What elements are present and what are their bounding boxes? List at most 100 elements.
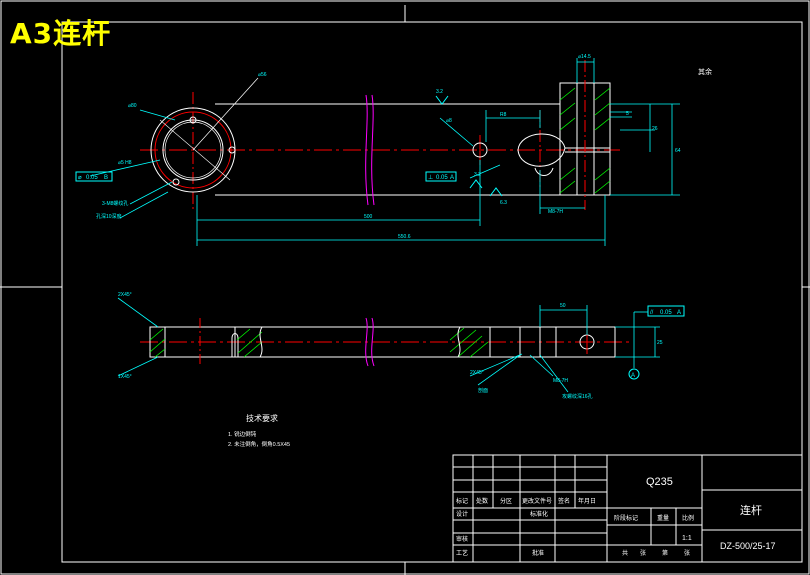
label-ring: ⌀80	[128, 103, 137, 109]
bore-diag	[159, 119, 231, 181]
material: Q235	[646, 476, 673, 488]
thread-hole-3	[172, 178, 180, 186]
note-item-2: 2. 未注倒角，倒角0.5X45	[228, 440, 290, 448]
callout-thread: M8-7H	[553, 378, 568, 384]
callout-chamfer-bottom: 1X45°	[118, 374, 132, 380]
front-dim-width: 50	[560, 303, 566, 309]
tol-mid-datum: A	[450, 175, 454, 181]
depth-note: 孔深10深度	[96, 213, 122, 220]
end-section	[559, 82, 611, 196]
tol-left-symbol: ⌀	[78, 175, 82, 181]
slot-profile	[517, 133, 566, 167]
datum-circle	[628, 368, 640, 380]
bore-leader	[192, 77, 259, 151]
title-block	[452, 454, 803, 563]
dim-height-right: 64	[675, 148, 681, 154]
top-view: ⌀ 0.05 B ⊥ 0.05 A ⌀80 ⌀56 ⌀5 H8 3-M8螺纹孔 …	[75, 54, 681, 246]
tol-frame-left	[75, 171, 113, 182]
roughness-mark-low	[489, 187, 503, 197]
row-approval: 批准	[532, 549, 544, 557]
sheet-index-unit: 张	[684, 549, 690, 557]
tol-left-value: 0.05	[86, 175, 98, 181]
ring-relief	[154, 111, 232, 189]
sheet-total-label: 共	[622, 549, 628, 557]
dim-small-right: 5	[626, 111, 629, 117]
row-process: 工艺	[456, 549, 468, 557]
sheet-title: A3连杆	[10, 17, 112, 50]
notes-heading: 技术要求	[246, 413, 278, 423]
sheet-index-label: 第	[662, 549, 668, 557]
dim-span-inner: 500	[364, 214, 373, 220]
dim-slot: M8-7H	[548, 209, 563, 215]
front-break-b	[371, 317, 375, 367]
break-line-b	[371, 94, 375, 206]
front-body	[149, 326, 616, 358]
roughness-top: 3.2	[436, 89, 443, 95]
label-bore: ⌀56	[258, 72, 267, 78]
thread-hole-2	[228, 146, 236, 154]
dim-span-total: 550.6	[398, 234, 411, 240]
header-change-doc: 更改文件号	[522, 497, 552, 505]
inner-border	[61, 21, 803, 563]
bore-chamfer	[164, 121, 222, 179]
small-hole	[472, 142, 488, 158]
end-hatch	[559, 87, 611, 194]
stage-mark-label: 阶段标记	[614, 514, 638, 522]
dim-hole: ⌀8	[446, 118, 452, 124]
end-bolt-bore	[576, 82, 595, 196]
label-slot-w: R8	[500, 112, 507, 118]
scale: 1:1	[682, 535, 692, 542]
front-tol-datum: A	[677, 310, 681, 316]
header-date: 年月日	[578, 497, 596, 505]
dim-small-top: ⌀14.5	[578, 54, 591, 60]
corner-note: 其余	[698, 67, 712, 76]
top-dimensions	[89, 58, 680, 246]
header-count: 处数	[476, 497, 488, 505]
slot-notch	[534, 167, 554, 176]
front-break-a	[365, 317, 369, 367]
front-break-right	[457, 326, 461, 358]
technical-notes: 技术要求 1. 锐边倒钝 2. 未注倒角，倒角0.5X45	[228, 413, 290, 448]
hole-callout: 3-M8螺纹孔	[102, 200, 128, 207]
front-tol-value: 0.05	[660, 310, 672, 316]
front-tol-frame	[647, 305, 685, 317]
row-standardization: 标准化	[530, 510, 548, 518]
tol-frame-mid	[425, 171, 457, 182]
callout-chamfer-mid: 2X45°	[470, 370, 484, 376]
roughness-mid: 3.2	[474, 172, 481, 178]
datum-label: A	[631, 373, 635, 379]
sheet-total-unit: 张	[640, 549, 646, 557]
roughness-mark-mid	[469, 179, 483, 189]
row-review: 审核	[456, 535, 468, 543]
front-dimensions	[117, 297, 660, 393]
roughness-low: 6.3	[500, 200, 507, 206]
header-mark: 标记	[456, 497, 468, 505]
scale-label: 比例	[682, 514, 694, 522]
dim-height-mid: 26	[652, 126, 658, 132]
front-view: // 0.05 A A 50 25 2X45° 1X45° 2X45° 剖面 M…	[117, 292, 685, 400]
break-line-a	[365, 94, 369, 206]
drawing-number: DZ-500/25-17	[720, 541, 776, 551]
callout-tap: 攻螺纹深16孔	[562, 393, 593, 400]
header-zone: 分区	[500, 497, 512, 505]
front-hatch	[149, 327, 489, 358]
front-break-left	[259, 326, 263, 358]
part-name: 连杆	[740, 503, 762, 517]
tol-left-datum: B	[104, 175, 108, 181]
front-thread-hole	[231, 333, 239, 357]
thread-hole-1	[189, 116, 197, 124]
front-dim-height: 25	[657, 340, 663, 346]
front-tol-symbol: //	[650, 310, 654, 316]
header-signature: 签名	[558, 497, 570, 505]
tol-mid-value: 0.05	[436, 175, 448, 181]
callout-section: 剖面	[478, 387, 488, 394]
roughness-mark-top	[435, 95, 449, 105]
bore	[162, 119, 224, 181]
callout-chamfer-top: 2X45°	[118, 292, 132, 298]
weight-label: 重量	[657, 514, 669, 522]
tol-mid-symbol: ⊥	[428, 174, 433, 181]
note-item-1: 1. 锐边倒钝	[228, 430, 257, 438]
